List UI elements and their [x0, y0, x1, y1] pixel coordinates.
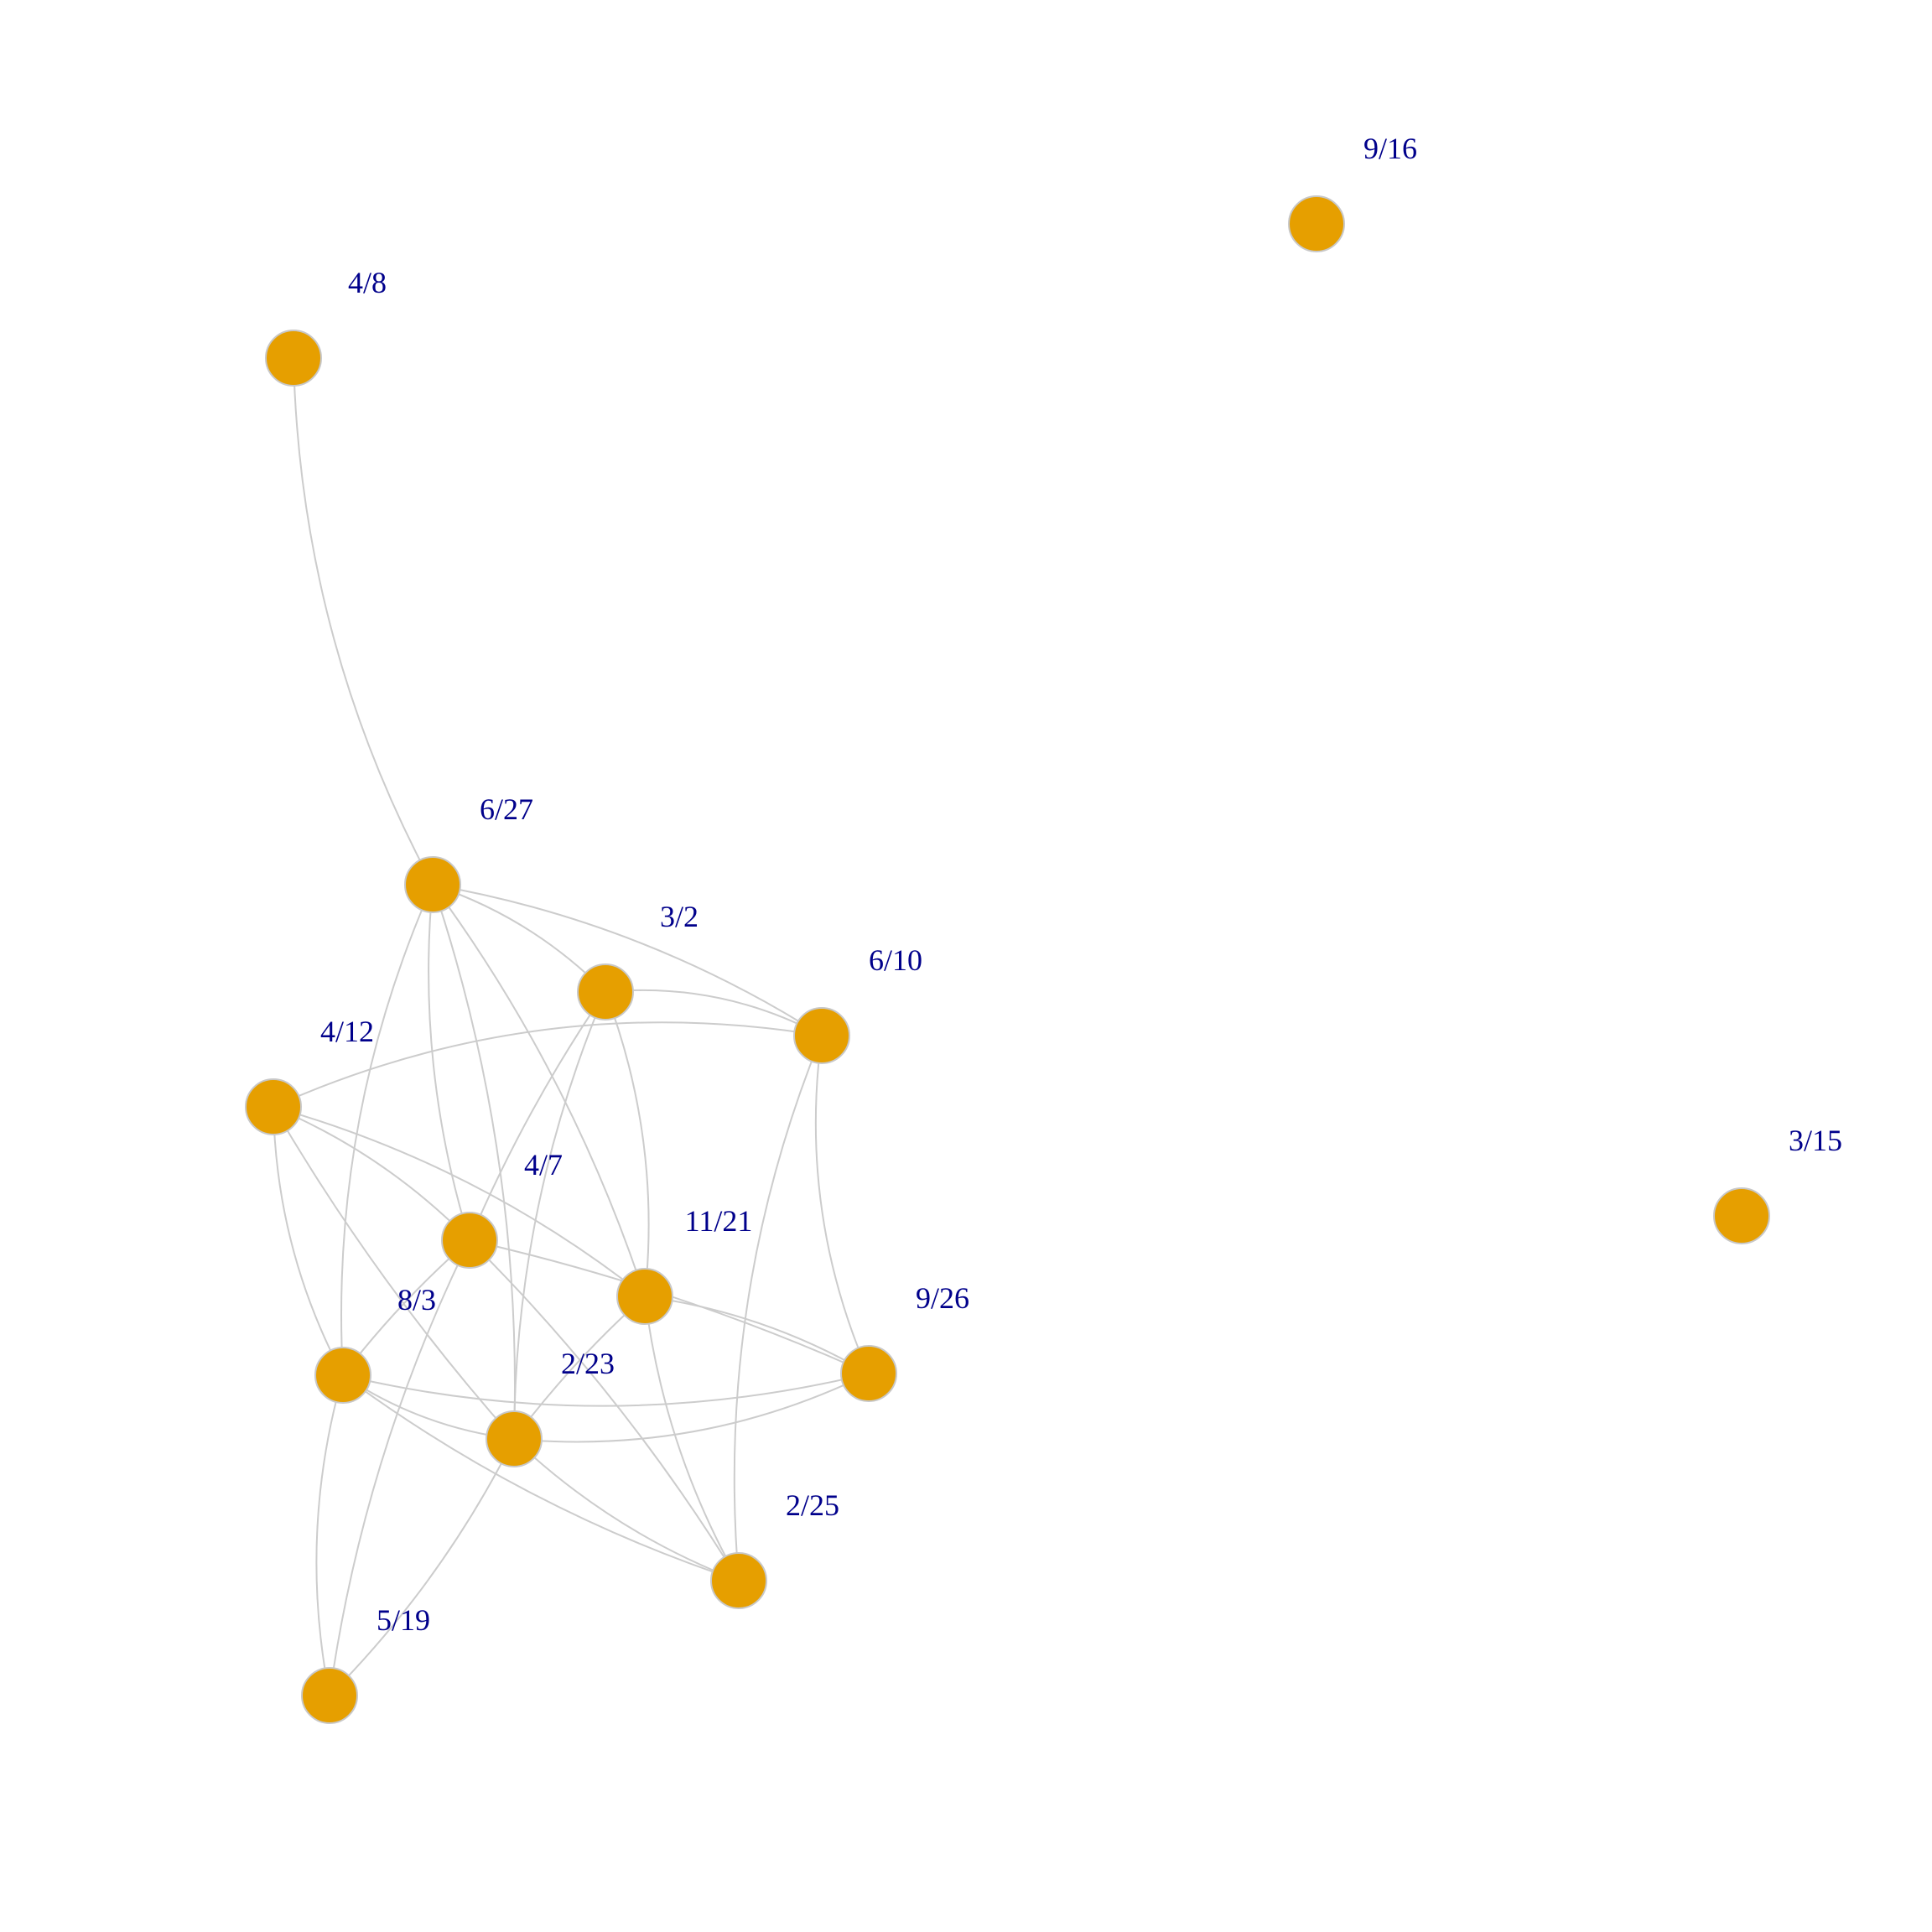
edge-4-12-to-8-3 — [273, 1106, 344, 1376]
edge-3-2-to-2-23 — [513, 991, 606, 1440]
node-9-26[interactable] — [840, 1345, 897, 1402]
edge-6-10-to-9-26 — [814, 1035, 870, 1374]
edge-4-12-to-2-23 — [273, 1106, 515, 1440]
node-label-2-25: 2/25 — [786, 1488, 839, 1522]
node-label-9-26: 9/26 — [916, 1281, 969, 1315]
edge-2-23-to-9-26 — [513, 1373, 870, 1443]
node-2-23[interactable] — [486, 1410, 543, 1467]
edge-6-27-to-6-10 — [432, 884, 823, 1036]
edge-11-21-to-9-26 — [644, 1296, 870, 1374]
node-9-16[interactable] — [1288, 195, 1345, 252]
edge-3-2-to-4-7 — [469, 991, 606, 1241]
edge-4-7-to-5-19 — [329, 1239, 470, 1696]
edge-8-3-to-5-19 — [315, 1374, 344, 1696]
node-label-6-10: 6/10 — [869, 943, 922, 977]
edge-6-27-to-2-23 — [432, 884, 516, 1440]
edge-2-23-to-2-25 — [513, 1438, 740, 1581]
node-label-3-2: 3/2 — [660, 900, 699, 933]
node-label-11-21: 11/21 — [685, 1204, 753, 1238]
node-label-4-8: 4/8 — [348, 266, 387, 299]
edge-3-2-to-6-10 — [605, 989, 823, 1036]
node-2-25[interactable] — [710, 1552, 767, 1609]
node-label-5-19: 5/19 — [377, 1603, 430, 1637]
edge-6-27-to-4-7 — [428, 884, 470, 1241]
node-11-21[interactable] — [616, 1268, 673, 1325]
node-4-7[interactable] — [441, 1212, 498, 1269]
labels-layer: 4/8 9/16 6/27 3/2 6/10 4/12 4/7 11/21 3/15 8/3 9/2… — [320, 132, 1842, 1637]
node-label-6-27: 6/27 — [480, 792, 533, 826]
edge-4-7-to-2-25 — [469, 1239, 740, 1581]
node-5-19[interactable] — [301, 1667, 358, 1724]
edge-6-27-to-11-21 — [432, 884, 646, 1297]
node-8-3[interactable] — [314, 1347, 371, 1404]
edge-8-3-to-2-25 — [342, 1374, 740, 1581]
node-4-12[interactable] — [245, 1078, 302, 1135]
node-3-15[interactable] — [1713, 1187, 1770, 1244]
edge-4-12-to-11-21 — [273, 1106, 646, 1297]
edge-8-3-to-9-26 — [342, 1373, 870, 1407]
node-6-27[interactable] — [404, 856, 461, 913]
node-label-2-23: 2/23 — [561, 1347, 615, 1380]
node-label-4-12: 4/12 — [320, 1015, 374, 1048]
nodes-layer — [245, 195, 1770, 1724]
node-6-10[interactable] — [793, 1007, 850, 1064]
node-4-8[interactable] — [265, 330, 322, 387]
node-label-4-7: 4/7 — [524, 1148, 563, 1182]
edges-layer — [273, 357, 870, 1696]
edge-6-10-to-2-25 — [733, 1035, 823, 1581]
edge-6-27-to-8-3 — [340, 884, 434, 1376]
edge-6-27-to-3-2 — [432, 884, 606, 993]
edge-4-8-to-6-27 — [293, 357, 434, 886]
edge-11-21-to-2-25 — [644, 1296, 740, 1581]
node-label-3-15: 3/15 — [1789, 1124, 1842, 1157]
node-3-2[interactable] — [577, 963, 634, 1021]
edge-3-2-to-11-21 — [605, 991, 650, 1297]
node-label-9-16: 9/16 — [1363, 132, 1417, 165]
edge-6-10-to-4-12 — [273, 1021, 823, 1108]
edge-2-23-to-5-19 — [329, 1438, 515, 1696]
node-label-8-3: 8/3 — [397, 1283, 436, 1317]
edge-4-12-to-4-7 — [273, 1106, 470, 1241]
